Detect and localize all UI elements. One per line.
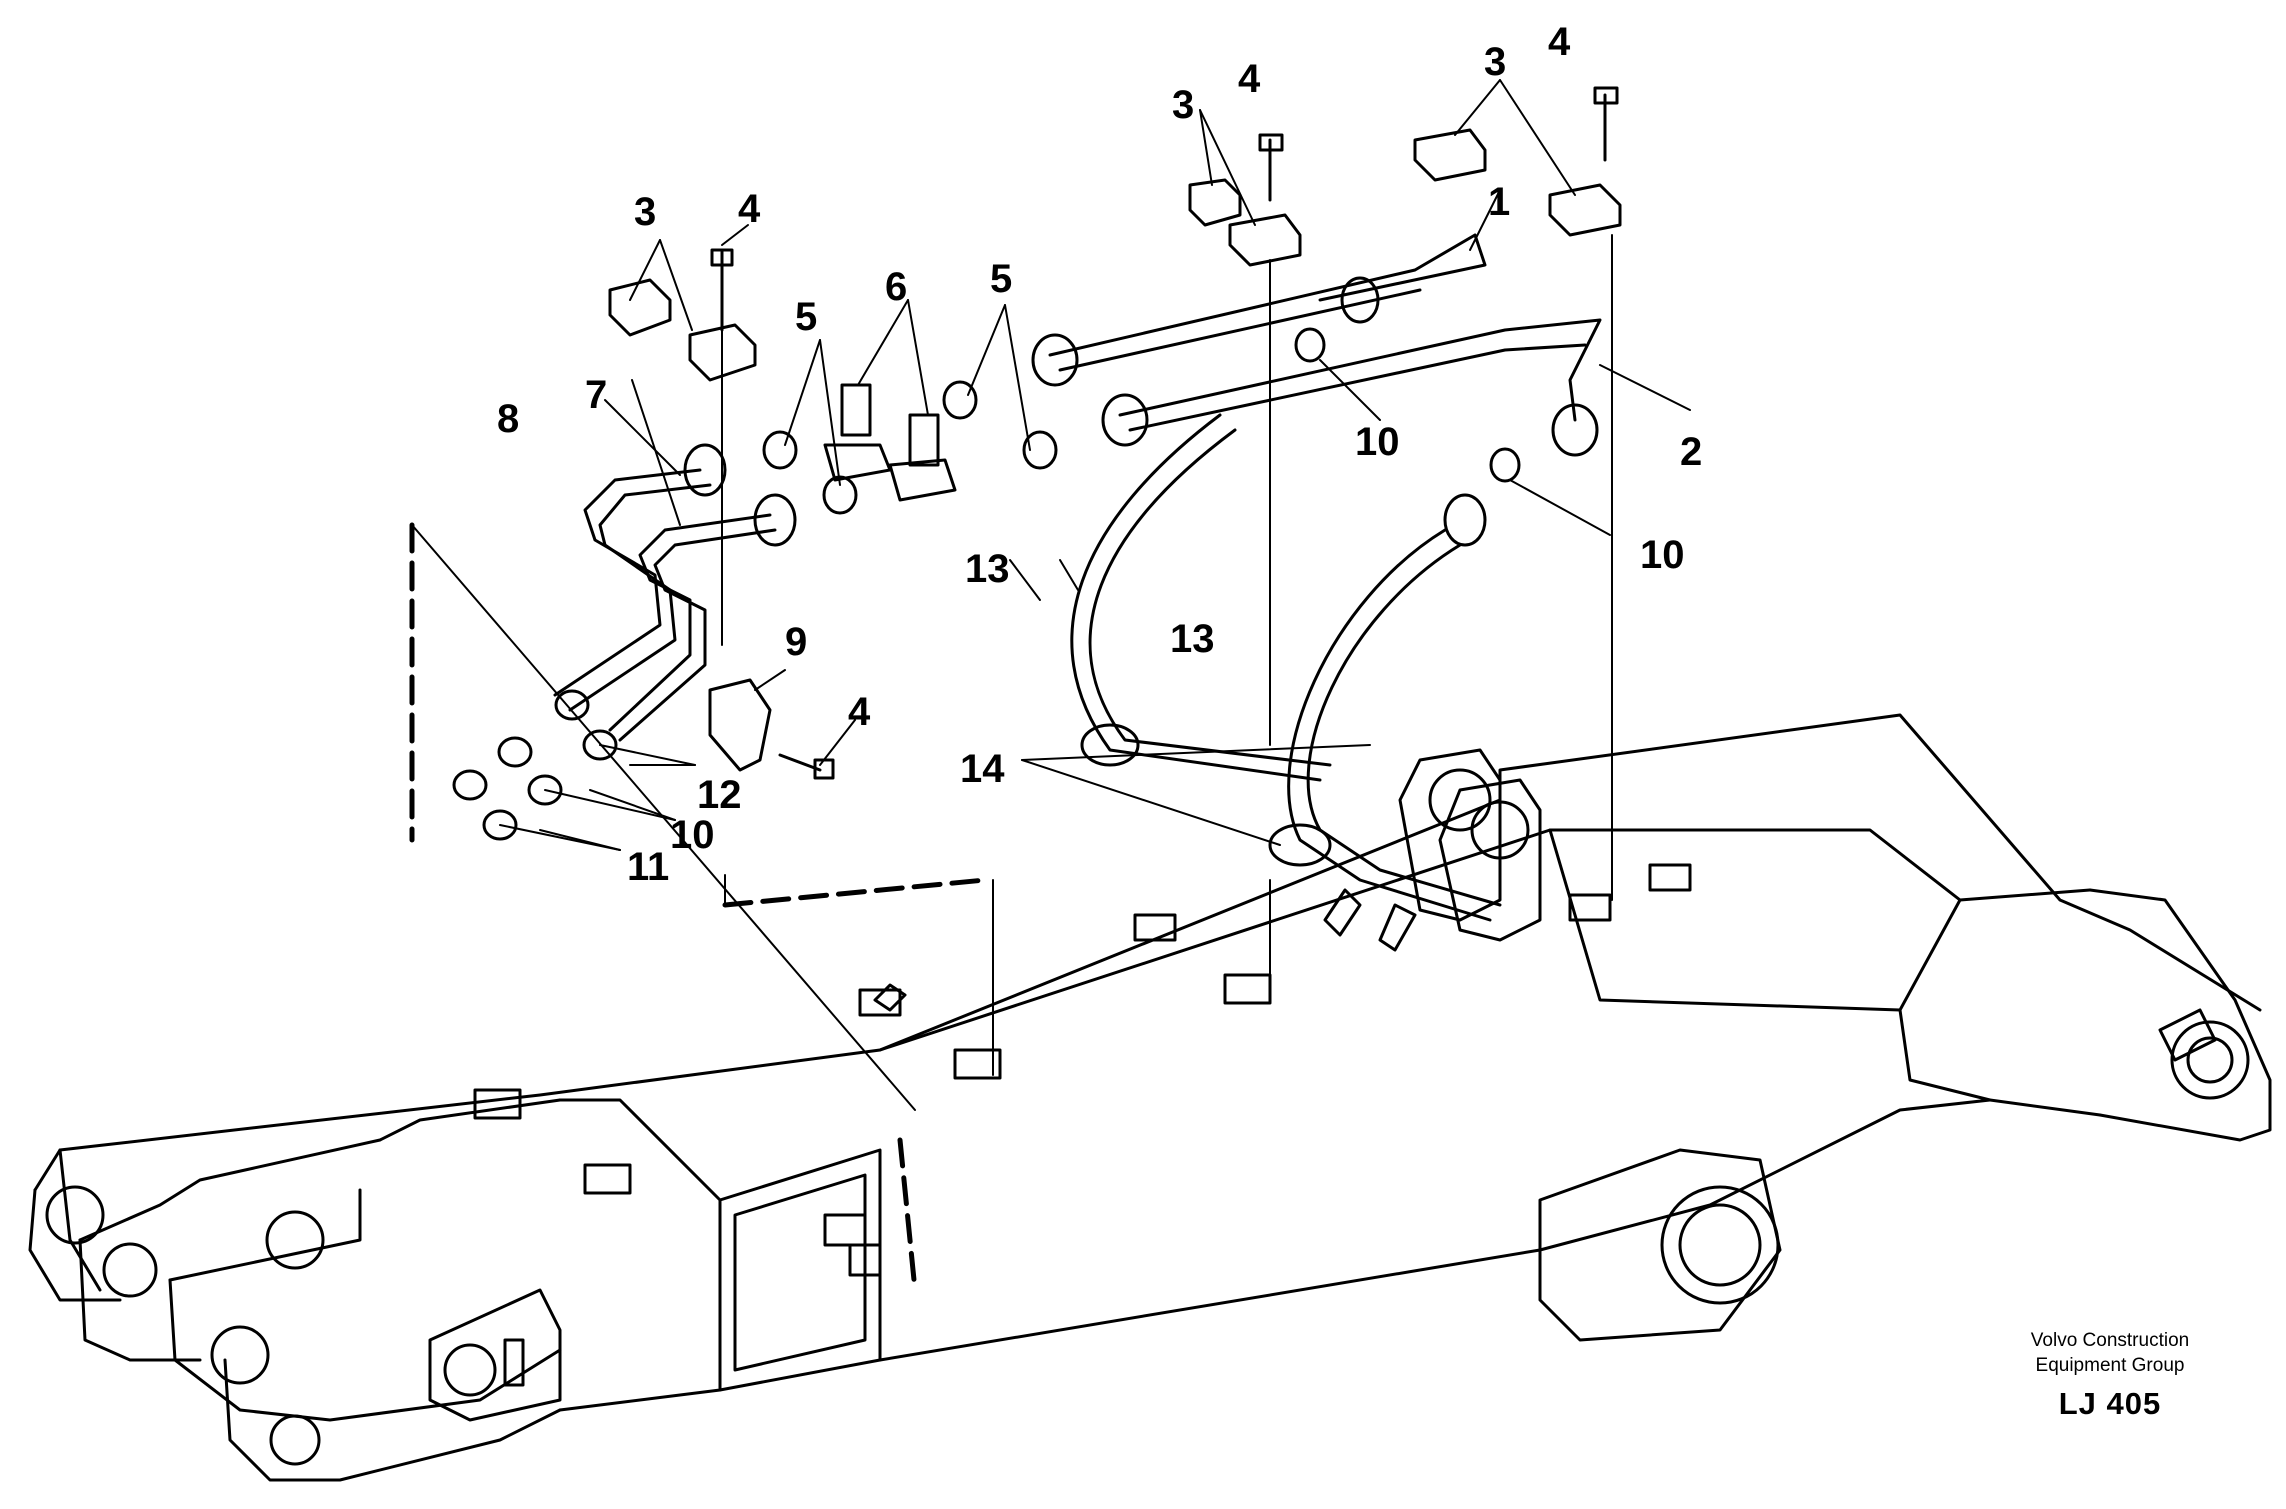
pipe-1 [1048,233,1487,372]
callout-6: 6 [885,265,907,309]
callout-10: 10 [1640,533,1685,577]
callout-3: 3 [1172,83,1194,127]
callout-4: 4 [848,690,871,734]
callout-9: 9 [785,620,807,664]
callout-10: 10 [1355,420,1400,464]
callout-14: 14 [960,747,1005,791]
callout-11: 11 [627,845,669,889]
callout-3: 3 [1484,40,1506,84]
callout-13: 13 [965,547,1010,591]
leader-lines [499,79,1691,851]
publisher-credit: Volvo Construction Equipment Group LJ 40… [1960,1328,2260,1422]
callout-8: 8 [497,397,519,441]
fittings [452,276,1599,841]
detail-frame [409,522,988,1293]
hoses-13 [1070,413,1502,922]
boom-body [28,713,2272,1482]
callout-1: 1 [1488,180,1510,224]
callout-5: 5 [990,257,1012,301]
callout-4: 4 [1548,20,1571,64]
callout-3: 3 [634,190,656,234]
callout-10: 10 [670,813,715,857]
callout-2: 2 [1680,430,1702,474]
callout-4: 4 [1238,57,1261,101]
credit-line-1: Volvo Construction [2030,1330,2190,1351]
callout-4: 4 [738,187,761,231]
callout-12: 12 [697,773,742,817]
credit-line-2: Equipment Group [2035,1355,2185,1376]
callout-13: 13 [1170,617,1215,661]
callout-7: 7 [585,373,607,417]
pipe-2 [1118,318,1602,432]
clamps-and-bolts [608,86,1622,1076]
pipe-7-8 [553,468,777,742]
attachment-14 [1323,888,1417,952]
callout-5: 5 [795,295,817,339]
callout-labels: 1 2 3 3 3 4 4 4 4 5 5 6 7 8 9 10 10 10 1… [497,20,1702,889]
clamp-9 [708,678,772,772]
mounting-blocks [473,863,1692,1277]
drawing-code: LJ 405 [2058,1386,2162,1421]
